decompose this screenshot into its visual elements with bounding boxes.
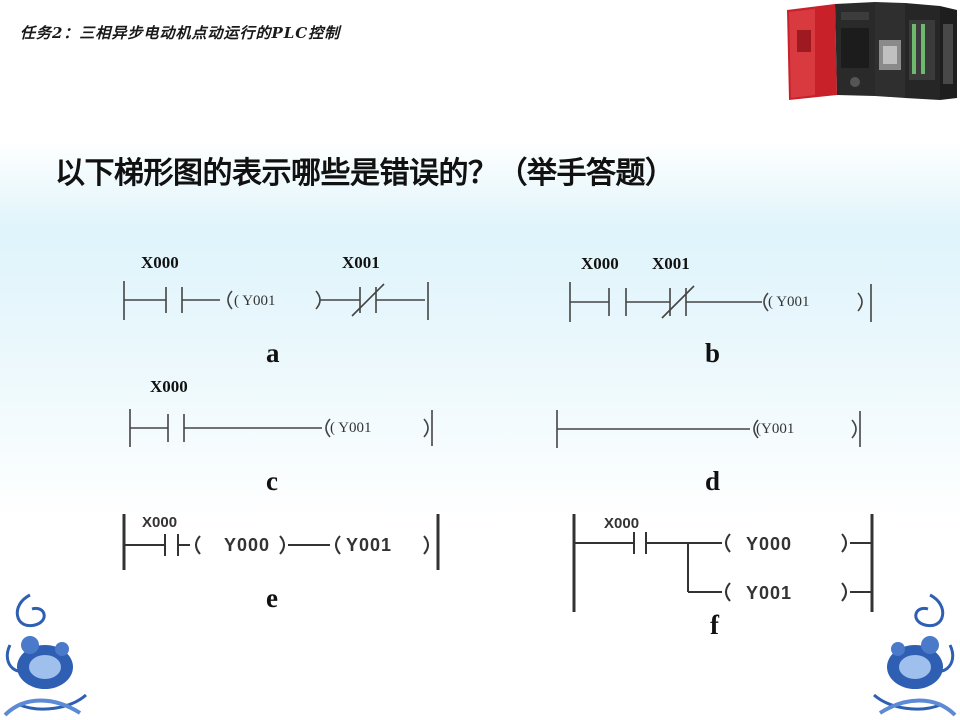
diagram-b-label: b xyxy=(705,338,720,368)
diagram-b-contact-2-label: X001 xyxy=(652,254,690,273)
diagram-e-label: e xyxy=(266,583,278,613)
header-title: 任务2：三相异步电动机点动运行的PLC控制 xyxy=(20,24,341,42)
diagram-d-coil-label: (Y001 xyxy=(756,421,794,437)
plc-hardware-image xyxy=(775,0,960,108)
diagram-a-coil-label: ( Y001 xyxy=(234,293,276,309)
diagram-e-contact-label: X000 xyxy=(142,514,177,531)
diagram-a-label: a xyxy=(266,338,280,368)
question-heading: 以下梯形图的表示哪些是错误的？（举手答题） xyxy=(55,156,675,191)
ladder-diagram-e xyxy=(122,514,440,570)
diagram-b-contact-1-label: X000 xyxy=(581,254,619,273)
diagram-a-contact-2-label: X001 xyxy=(342,253,380,272)
ladder-diagram-a xyxy=(123,281,429,320)
ladder-diagram-d xyxy=(556,410,861,448)
diagram-e-coil-2-label: Y001 xyxy=(346,535,392,555)
diagram-c-coil-label: ( Y001 xyxy=(330,420,372,436)
diagram-f-coil-1-label: Y000 xyxy=(746,534,792,554)
diagram-f-contact-label: X000 xyxy=(604,515,639,532)
diagram-b-coil-label: ( Y001 xyxy=(768,294,810,310)
corner-ornament-right xyxy=(873,593,957,717)
ladder-diagram-f xyxy=(572,514,874,612)
diagram-c-contact-1-label: X000 xyxy=(150,377,188,396)
diagram-f-label: f xyxy=(710,610,720,640)
diagram-d-label: d xyxy=(705,466,720,496)
diagram-c-label: c xyxy=(266,466,278,496)
ladder-diagram-b xyxy=(569,282,872,322)
ladder-diagram-c xyxy=(129,409,433,447)
diagram-a-contact-1-label: X000 xyxy=(141,253,179,272)
diagram-f-coil-2-label: Y001 xyxy=(746,583,792,603)
diagram-e-coil-1-label: Y000 xyxy=(224,535,270,555)
corner-ornament-left xyxy=(3,593,87,717)
